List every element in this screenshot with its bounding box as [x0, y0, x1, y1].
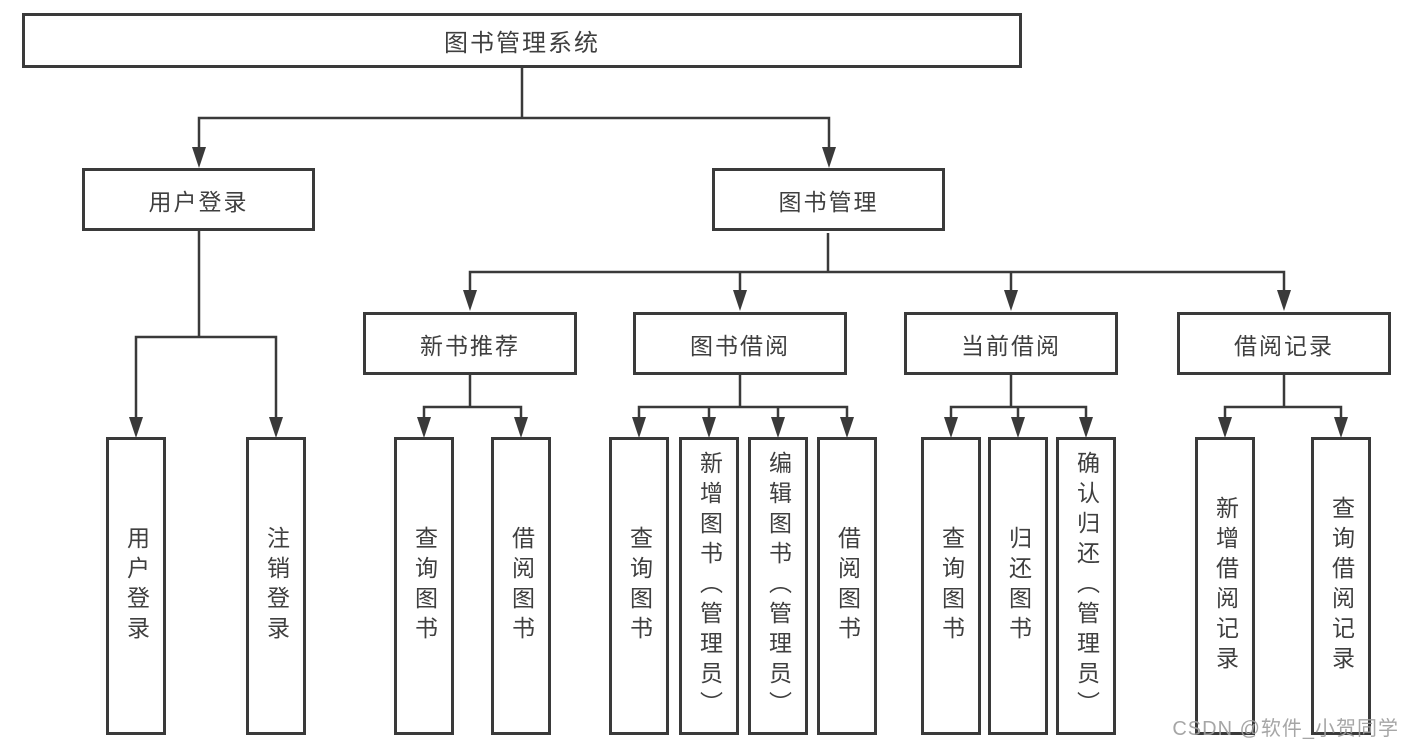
node-label: 借阅记录 [1234, 332, 1334, 359]
node-leaf-logout: 注销登录 [246, 437, 306, 735]
node-label: 查询图书 [626, 526, 653, 646]
node-label: 用户登录 [148, 188, 249, 215]
node-label: 编辑图书（管理员） [765, 451, 792, 721]
node-label: 图书管理系统 [444, 30, 600, 57]
csdn-watermark: CSDN @软件_小贺同学 [1172, 718, 1399, 740]
node-leaf-query-books-current: 查询图书 [921, 437, 981, 735]
node-label: 查询图书 [411, 526, 438, 646]
node-label: 新增借阅记录 [1212, 496, 1239, 676]
node-leaf-borrow-books: 借阅图书 [817, 437, 877, 735]
node-label: 新增图书（管理员） [696, 451, 723, 721]
node-label: 新书推荐 [420, 332, 520, 359]
node-label: 借阅图书 [508, 526, 535, 646]
node-leaf-query-borrow-record: 查询借阅记录 [1311, 437, 1371, 735]
node-leaf-query-books-borrowing: 查询图书 [609, 437, 669, 735]
node-leaf-return-books: 归还图书 [988, 437, 1048, 735]
node-book-borrowing: 图书借阅 [633, 312, 847, 375]
node-label: 图书管理 [778, 188, 879, 215]
node-label: 归还图书 [1005, 526, 1032, 646]
node-leaf-add-borrow-record: 新增借阅记录 [1195, 437, 1255, 735]
node-leaf-confirm-return-admin: 确认归还（管理员） [1056, 437, 1116, 735]
node-label: 借阅图书 [834, 526, 861, 646]
node-label: 确认归还（管理员） [1073, 451, 1100, 721]
node-leaf-user-login: 用户登录 [106, 437, 166, 735]
node-leaf-borrow-books-recommendation: 借阅图书 [491, 437, 551, 735]
node-leaf-edit-book-admin: 编辑图书（管理员） [748, 437, 808, 735]
node-user-login: 用户登录 [82, 168, 315, 231]
node-leaf-add-book-admin: 新增图书（管理员） [679, 437, 739, 735]
node-book-management: 图书管理 [712, 168, 945, 231]
node-new-book-recommendation: 新书推荐 [363, 312, 577, 375]
node-borrowing-records: 借阅记录 [1177, 312, 1391, 375]
node-label: 注销登录 [263, 526, 290, 646]
node-label: 查询借阅记录 [1328, 496, 1355, 676]
node-current-borrowing: 当前借阅 [904, 312, 1118, 375]
node-library-management-system: 图书管理系统 [22, 13, 1022, 68]
node-label: 查询图书 [938, 526, 965, 646]
node-label: 图书借阅 [690, 332, 790, 359]
node-label: 当前借阅 [961, 332, 1061, 359]
node-leaf-query-books-recommendation: 查询图书 [394, 437, 454, 735]
node-label: 用户登录 [123, 526, 150, 646]
